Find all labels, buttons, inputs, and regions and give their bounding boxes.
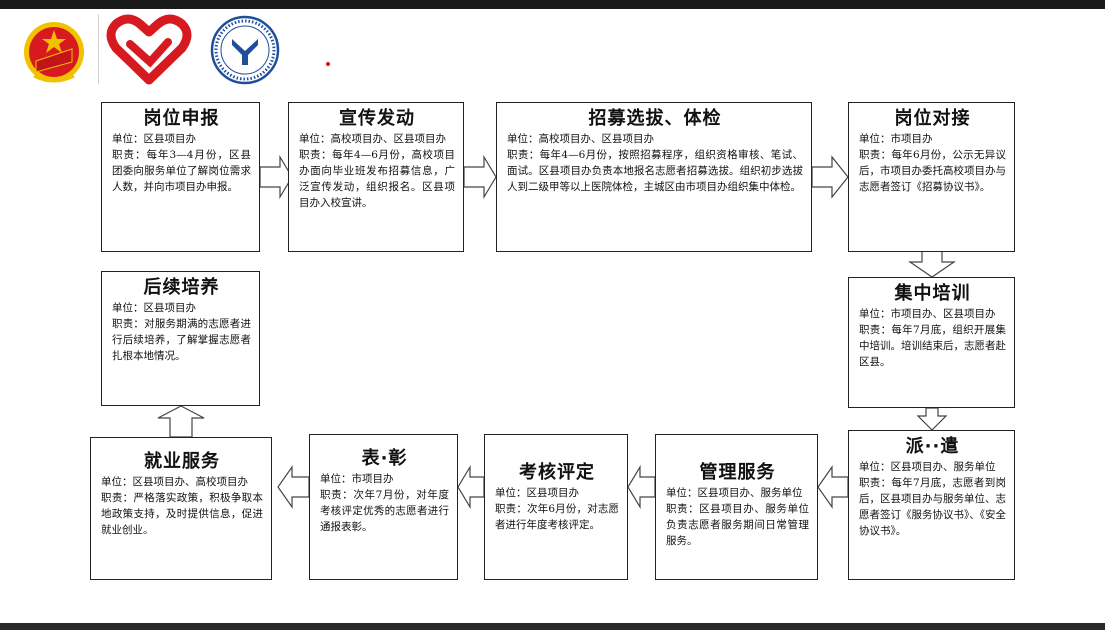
box-jiuye-fuwu: 就业服务 单位：区县项目办、高校项目办 职责：严格落实政策，积极争取本地政策支持… [90,437,272,580]
box-xuanchuan-fadong: 宣传发动 单位：高校项目办、区县项目办 职责：每年4—6月份，高校项目办面向毕业… [288,102,464,252]
box-unit: 单位：区县项目办 [495,487,579,499]
box-kaohe-pingding: 考核评定 单位：区县项目办 职责：次年6月份，对志愿者进行年度考核评定。 [484,434,628,580]
box-duty: 职责：每年7月底，志愿者到岗后，区县项目办与服务单位、志愿者签订《服务协议书》、… [859,477,1006,537]
box-title: 宣传发动 [339,108,415,129]
box-title: 集中培训 [894,283,971,304]
box-duty: 职责：次年7月份，对年度考核评定优秀的志愿者进行通报表彰。 [320,489,449,533]
box-title: 派··遣 [905,436,960,457]
box-unit: 单位：区县项目办 [112,302,196,314]
red-dot-marker [326,62,330,66]
box-title: 管理服务 [699,462,776,483]
box-duty: 职责：每年7月底，组织开展集中培训。培训结束后，志愿者赴区县。 [859,324,1006,368]
box-title: 表·彰 [361,448,408,469]
box-duty: 职责：每年4—6月份，按照招募程序，组织资格审核、笔试、面试。区县项目办负责本地… [507,149,803,193]
box-duty: 职责：每年6月份，公示无异议后，市项目办委托高校项目办与志愿者签订《招募协议书》… [859,149,1006,193]
box-unit: 单位：区县项目办、高校项目办 [101,476,248,488]
box-jizhong-peixun: 集中培训 单位：市项目办、区县项目办 职责：每年7月底，组织开展集中培训。培训结… [848,277,1015,408]
box-unit: 单位：高校项目办、区县项目办 [299,133,446,145]
box-zhaomu-xuanba: 招募选拔、体检 单位：高校项目办、区县项目办 职责：每年4—6月份，按照招募程序… [496,102,812,252]
box-houxu-peiyang: 后续培养 单位：区县项目办 职责：对服务期满的志愿者进行后续培养，了解掌握志愿者… [101,271,260,406]
box-title: 考核评定 [519,462,595,483]
logo-divider [98,14,99,84]
box-duty: 职责：严格落实政策，积极争取本地政策支持，及时提供信息，促进就业创业。 [101,492,263,536]
box-paiqian: 派··遣 单位：区县项目办、服务单位 职责：每年7月底，志愿者到岗后，区县项目办… [848,430,1015,580]
arrow-down-2 [916,407,948,431]
box-duty: 职责：每年4—6月份，高校项目办面向毕业班发布招募信息，广泛宣传发动，组织报名。… [299,149,455,209]
box-duty: 职责：每年3—4月份，区县团委向服务单位了解岗位需求人数，并向市项目办申报。 [112,149,251,193]
box-unit: 单位：区县项目办 [112,133,196,145]
box-unit: 单位：市项目办、区县项目办 [859,308,996,320]
arrow-down-1 [908,250,956,278]
box-duty: 职责：对服务期满的志愿者进行后续培养，了解掌握志愿者扎根本地情况。 [112,318,251,362]
arrow-left-3 [457,464,485,510]
window-bottom-bar [0,623,1105,630]
box-title: 后续培养 [143,277,220,298]
box-unit: 单位：区县项目办、服务单位 [666,487,803,499]
box-biaozhang: 表·彰 单位：市项目办 职责：次年7月份，对年度考核评定优秀的志愿者进行通报表彰… [309,434,458,580]
box-title: 就业服务 [144,451,220,472]
youth-league-emblem-icon [24,22,84,83]
box-unit: 单位：区县项目办、服务单位 [859,461,996,473]
box-gangwei-shenbao: 岗位申报 单位：区县项目办 职责：每年3—4月份，区县团委向服务单位了解岗位需求… [101,102,260,252]
box-unit: 单位：市项目办 [859,133,933,145]
arrow-right-2 [463,154,497,200]
box-duty: 职责：区县项目办、服务单位负责志愿者服务期间日常管理服务。 [666,503,809,547]
box-duty: 职责：次年6月份，对志愿者进行年度考核评定。 [495,503,619,531]
box-title: 岗位对接 [894,108,971,129]
university-emblem-icon [210,15,280,85]
volunteer-heart-hand-icon [106,14,192,85]
arrow-left-2 [627,464,656,510]
box-gangwei-duijie: 岗位对接 单位：市项目办 职责：每年6月份，公示无异议后，市项目办委托高校项目办… [848,102,1015,252]
arrow-right-1 [259,154,293,200]
arrow-up-1 [157,405,205,438]
arrow-right-3 [811,155,849,199]
box-unit: 单位：高校项目办、区县项目办 [507,133,654,145]
arrow-left-4 [277,465,310,509]
box-guanli-fuwu: 管理服务 单位：区县项目办、服务单位 职责：区县项目办、服务单位负责志愿者服务期… [655,434,818,580]
arrow-left-1 [817,465,849,509]
box-title: 岗位申报 [143,108,220,129]
box-title: 招募选拔、体检 [588,108,722,129]
box-unit: 单位：市项目办 [320,473,394,485]
window-top-bar [0,0,1105,9]
